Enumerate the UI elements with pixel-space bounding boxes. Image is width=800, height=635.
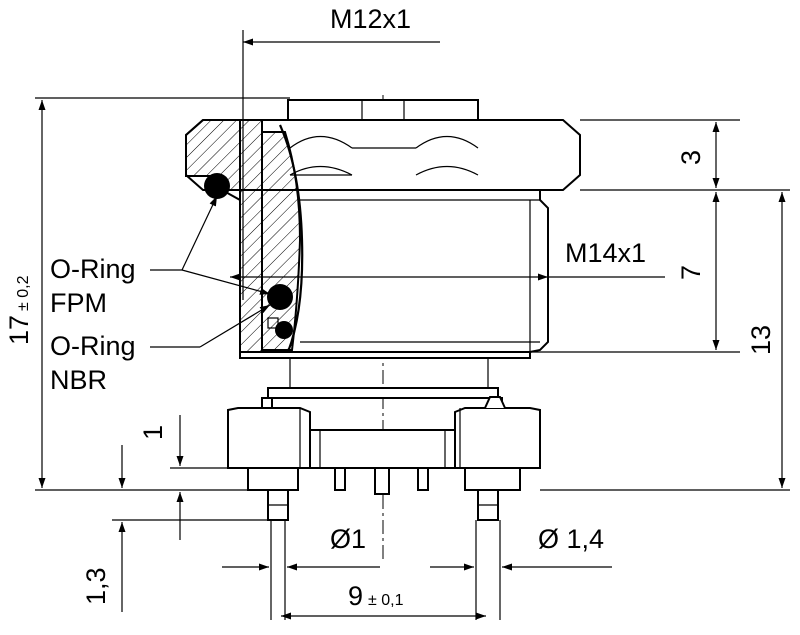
dim-1-3-label: 1,3 bbox=[81, 567, 111, 605]
dim-1-label: 1 bbox=[138, 425, 168, 440]
dim-13-label: 13 bbox=[746, 325, 776, 355]
o-ring-nbr bbox=[275, 321, 293, 339]
threaded-body bbox=[218, 189, 549, 353]
dim-7-label: 7 bbox=[676, 265, 706, 280]
dim-9-label: 9± 0,1 bbox=[348, 581, 404, 611]
o-ring-fpm-upper bbox=[204, 173, 230, 199]
dim-3-label: 3 bbox=[676, 150, 706, 165]
o-ring-fpm-lower bbox=[267, 284, 293, 310]
oring-fpm-label-2: FPM bbox=[50, 288, 107, 318]
dim-17 bbox=[35, 97, 290, 491]
oring-nbr-label-2: NBR bbox=[50, 365, 107, 395]
base-housing bbox=[227, 396, 541, 469]
dim-m12 bbox=[242, 30, 440, 300]
dim-13 bbox=[540, 192, 790, 491]
dim-m14-label: M14x1 bbox=[565, 238, 646, 268]
dim-17-label: 17± 0,2 bbox=[4, 275, 34, 345]
top-cap bbox=[287, 99, 479, 120]
leader-oring-nbr bbox=[150, 304, 271, 348]
dim-dia-1-4 bbox=[430, 520, 612, 620]
dim-dia-1 bbox=[222, 520, 380, 620]
dim-m12-label: M12x1 bbox=[330, 4, 411, 34]
leader-oring-fpm bbox=[150, 195, 271, 295]
dim-3 bbox=[580, 119, 790, 191]
oring-fpm-label-1: O-Ring bbox=[50, 254, 136, 284]
dim-dia-1-label: Ø1 bbox=[330, 524, 366, 554]
dim-1 bbox=[170, 415, 248, 540]
collar bbox=[239, 351, 531, 409]
oring-nbr-label-1: O-Ring bbox=[50, 331, 136, 361]
pins bbox=[247, 467, 521, 521]
dim-dia-1-4-label: Ø 1,4 bbox=[538, 524, 604, 554]
dim-7 bbox=[530, 192, 740, 353]
dim-1-3 bbox=[112, 445, 268, 612]
